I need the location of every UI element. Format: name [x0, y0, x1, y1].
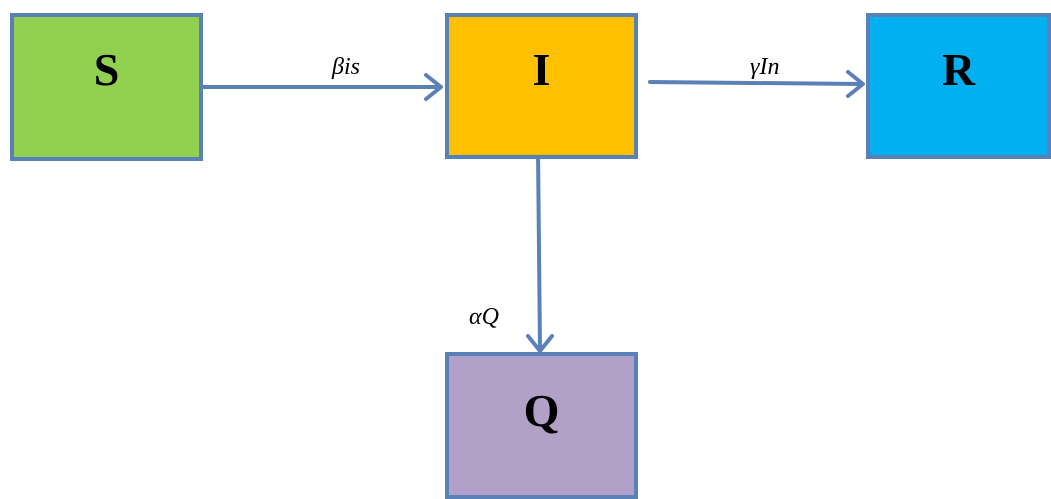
rate-label-s-to-i: βis [332, 54, 360, 80]
rate-label-i-to-q: αQ [469, 304, 499, 330]
arrow-i-to-q [526, 148, 554, 353]
arrow-s-to-i [201, 73, 443, 101]
compartment-i-label: I [532, 44, 551, 95]
compartment-q: Q [445, 352, 638, 499]
arrow-i-to-r [648, 70, 865, 98]
compartment-s-label: S [93, 44, 120, 95]
compartment-i: I [445, 13, 638, 159]
compartment-s: S [10, 13, 203, 161]
compartment-q-label: Q [523, 385, 560, 436]
compartment-r-label: R [941, 44, 976, 95]
compartment-r: R [866, 13, 1051, 159]
rate-label-i-to-r: γIn [750, 54, 780, 80]
